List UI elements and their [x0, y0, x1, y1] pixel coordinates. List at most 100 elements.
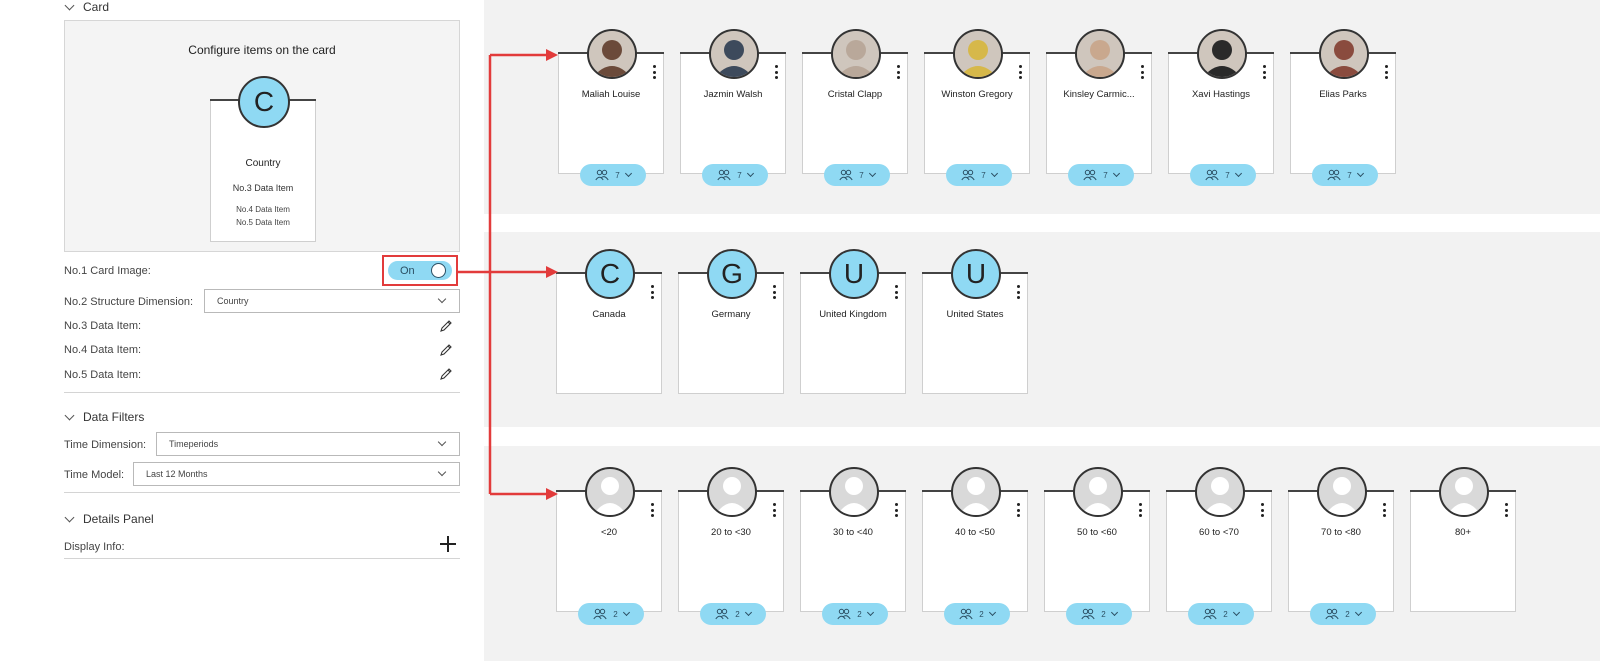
preview-title: Configure items on the card	[188, 43, 336, 57]
more-options-icon[interactable]	[1385, 65, 1389, 81]
pencil-icon[interactable]	[438, 318, 454, 334]
avatar	[709, 29, 759, 79]
structure-dimension-select[interactable]: Country	[204, 289, 460, 313]
member-count-badge[interactable]: 7	[702, 164, 768, 186]
avatar	[1075, 29, 1125, 79]
more-options-icon[interactable]	[897, 65, 901, 81]
person-card[interactable]: Kinsley Carmic...7	[1046, 29, 1152, 186]
more-options-icon[interactable]	[895, 285, 899, 301]
pencil-icon[interactable]	[438, 366, 454, 382]
more-options-icon[interactable]	[651, 503, 655, 519]
time-dimension-select[interactable]: Timeperiods	[156, 432, 460, 456]
card-image-toggle[interactable]: On	[388, 261, 452, 280]
more-options-icon[interactable]	[1263, 65, 1267, 81]
default-avatar-icon	[1195, 467, 1245, 517]
details-panel-header[interactable]: Details Panel	[64, 512, 154, 526]
data-item-4-label: No.4 Data Item:	[64, 344, 142, 356]
people-icon	[595, 169, 609, 181]
person-card[interactable]: Winston Gregory 7	[924, 29, 1030, 186]
member-count-badge[interactable]: 2	[944, 603, 1010, 625]
time-model-select[interactable]: Last 12 Months	[133, 462, 460, 486]
more-options-icon[interactable]	[1505, 503, 1509, 519]
details-panel-title: Details Panel	[83, 512, 154, 526]
card-section-header[interactable]: Card	[64, 0, 109, 14]
more-options-icon[interactable]	[1261, 503, 1265, 519]
more-options-icon[interactable]	[775, 65, 779, 81]
member-count-badge[interactable]: 7	[580, 164, 646, 186]
member-count-badge[interactable]: 7	[1312, 164, 1378, 186]
avatar	[831, 29, 881, 79]
chevron-down-icon	[64, 0, 75, 10]
people-icon	[1083, 169, 1097, 181]
default-avatar-icon	[829, 467, 879, 517]
chevron-down-icon	[64, 512, 75, 522]
age-group-card[interactable]: 50 to <60 2	[1044, 467, 1150, 625]
default-avatar-icon	[951, 467, 1001, 517]
chevron-down-icon	[437, 294, 447, 304]
country-letter-avatar: U	[951, 249, 1001, 299]
age-group-card[interactable]: 80+	[1410, 467, 1516, 612]
more-options-icon[interactable]	[653, 65, 657, 81]
chevron-down-icon	[1234, 169, 1242, 178]
person-name: Jazmin Walsh	[703, 89, 763, 100]
more-options-icon[interactable]	[651, 285, 655, 301]
default-avatar-icon	[585, 467, 635, 517]
member-count-badge[interactable]: 2	[1310, 603, 1376, 625]
more-options-icon[interactable]	[895, 503, 899, 519]
more-options-icon[interactable]	[773, 285, 777, 301]
more-options-icon[interactable]	[1139, 503, 1143, 519]
person-card[interactable]: Jazmin Walsh 7	[680, 29, 786, 186]
plus-icon[interactable]	[440, 536, 456, 552]
time-dimension-label: Time Dimension:	[64, 439, 147, 451]
people-icon	[715, 608, 729, 620]
member-count-badge[interactable]: 2	[1188, 603, 1254, 625]
person-card[interactable]: Elias Parks 7	[1290, 29, 1396, 186]
default-avatar-icon	[1073, 467, 1123, 517]
member-count-badge[interactable]: 7	[1190, 164, 1256, 186]
more-options-icon[interactable]	[1017, 503, 1021, 519]
more-options-icon[interactable]	[1019, 65, 1023, 81]
person-name: Winston Gregory	[941, 89, 1013, 100]
member-count-badge[interactable]: 2	[578, 603, 644, 625]
member-count-badge[interactable]: 2	[822, 603, 888, 625]
people-icon	[593, 608, 607, 620]
data-filters-header[interactable]: Data Filters	[64, 410, 144, 424]
member-count-badge[interactable]: 2	[700, 603, 766, 625]
people-icon	[961, 169, 975, 181]
member-count-badge[interactable]: 2	[1066, 603, 1132, 625]
people-icon	[717, 169, 731, 181]
member-count-badge[interactable]: 7	[946, 164, 1012, 186]
more-options-icon[interactable]	[773, 503, 777, 519]
member-count-badge[interactable]: 7	[824, 164, 890, 186]
member-count-badge[interactable]: 7	[1068, 164, 1134, 186]
preview-line-4: No.5 Data Item	[236, 218, 290, 227]
member-count: 2	[1223, 609, 1228, 619]
people-icon	[837, 608, 851, 620]
people-icon	[1205, 169, 1219, 181]
chevron-down-icon	[437, 437, 447, 447]
people-icon	[1327, 169, 1341, 181]
more-options-icon[interactable]	[1383, 503, 1387, 519]
member-count: 2	[1101, 609, 1106, 619]
person-name: Elias Parks	[1319, 89, 1367, 100]
default-avatar-icon	[707, 467, 757, 517]
more-options-icon[interactable]	[1141, 65, 1145, 81]
more-options-icon[interactable]	[1017, 285, 1021, 301]
country-name: Canada	[592, 309, 626, 320]
age-group-name: 50 to <60	[1077, 527, 1117, 538]
pencil-icon[interactable]	[438, 342, 454, 358]
